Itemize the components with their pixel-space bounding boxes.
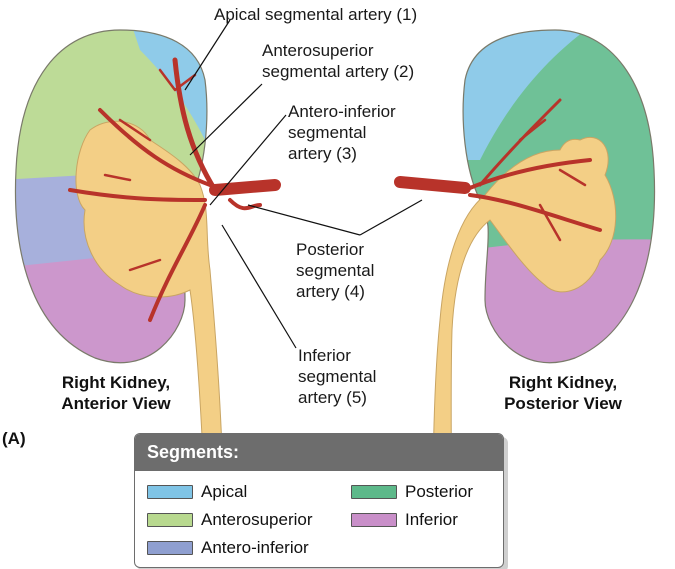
label-apical-artery: Apical segmental artery (1): [214, 4, 417, 25]
segments-legend: Segments: Apical Anterosuperior Antero-i…: [134, 433, 504, 568]
label-inferior-line1: Inferior: [298, 345, 376, 366]
label-anteroinferior-line2: segmental: [288, 122, 396, 143]
label-anterosuperior-artery: Anterosuperior segmental artery (2): [262, 40, 414, 82]
label-anteroinferior-line3: artery (3): [288, 143, 396, 164]
label-anteroinferior-artery: Antero-inferior segmental artery (3): [288, 101, 396, 164]
swatch-anteroinferior: [147, 541, 193, 555]
swatch-posterior: [351, 485, 397, 499]
label-posterior-line3: artery (4): [296, 281, 374, 302]
swatch-apical: [147, 485, 193, 499]
caption-left-kidney: Right Kidney, Anterior View: [36, 372, 196, 414]
label-anteroinferior-line1: Antero-inferior: [288, 101, 396, 122]
caption-right-kidney: Right Kidney, Posterior View: [478, 372, 648, 414]
panel-label: (A): [2, 428, 26, 449]
legend-title: Segments:: [135, 434, 503, 471]
label-anterosuperior-line1: Anterosuperior: [262, 40, 414, 61]
label-anterosuperior-line2: segmental artery (2): [262, 61, 414, 82]
legend-label-anteroinferior: Antero-inferior: [201, 538, 309, 558]
legend-item-posterior: Posterior: [351, 482, 473, 502]
label-inferior-artery: Inferior segmental artery (5): [298, 345, 376, 408]
legend-item-inferior: Inferior: [351, 510, 458, 530]
caption-right-line1: Right Kidney,: [478, 372, 648, 393]
caption-left-line2: Anterior View: [36, 393, 196, 414]
label-posterior-artery: Posterior segmental artery (4): [296, 239, 374, 302]
legend-label-apical: Apical: [201, 482, 247, 502]
legend-label-inferior: Inferior: [405, 510, 458, 530]
legend-item-anterosuperior: Anterosuperior: [147, 510, 313, 530]
label-inferior-line2: segmental: [298, 366, 376, 387]
swatch-anterosuperior: [147, 513, 193, 527]
label-posterior-line2: segmental: [296, 260, 374, 281]
legend-item-anteroinferior: Antero-inferior: [147, 538, 309, 558]
label-posterior-line1: Posterior: [296, 239, 374, 260]
legend-item-apical: Apical: [147, 482, 247, 502]
caption-right-line2: Posterior View: [478, 393, 648, 414]
legend-label-posterior: Posterior: [405, 482, 473, 502]
legend-label-anterosuperior: Anterosuperior: [201, 510, 313, 530]
swatch-inferior: [351, 513, 397, 527]
caption-left-line1: Right Kidney,: [36, 372, 196, 393]
label-inferior-line3: artery (5): [298, 387, 376, 408]
